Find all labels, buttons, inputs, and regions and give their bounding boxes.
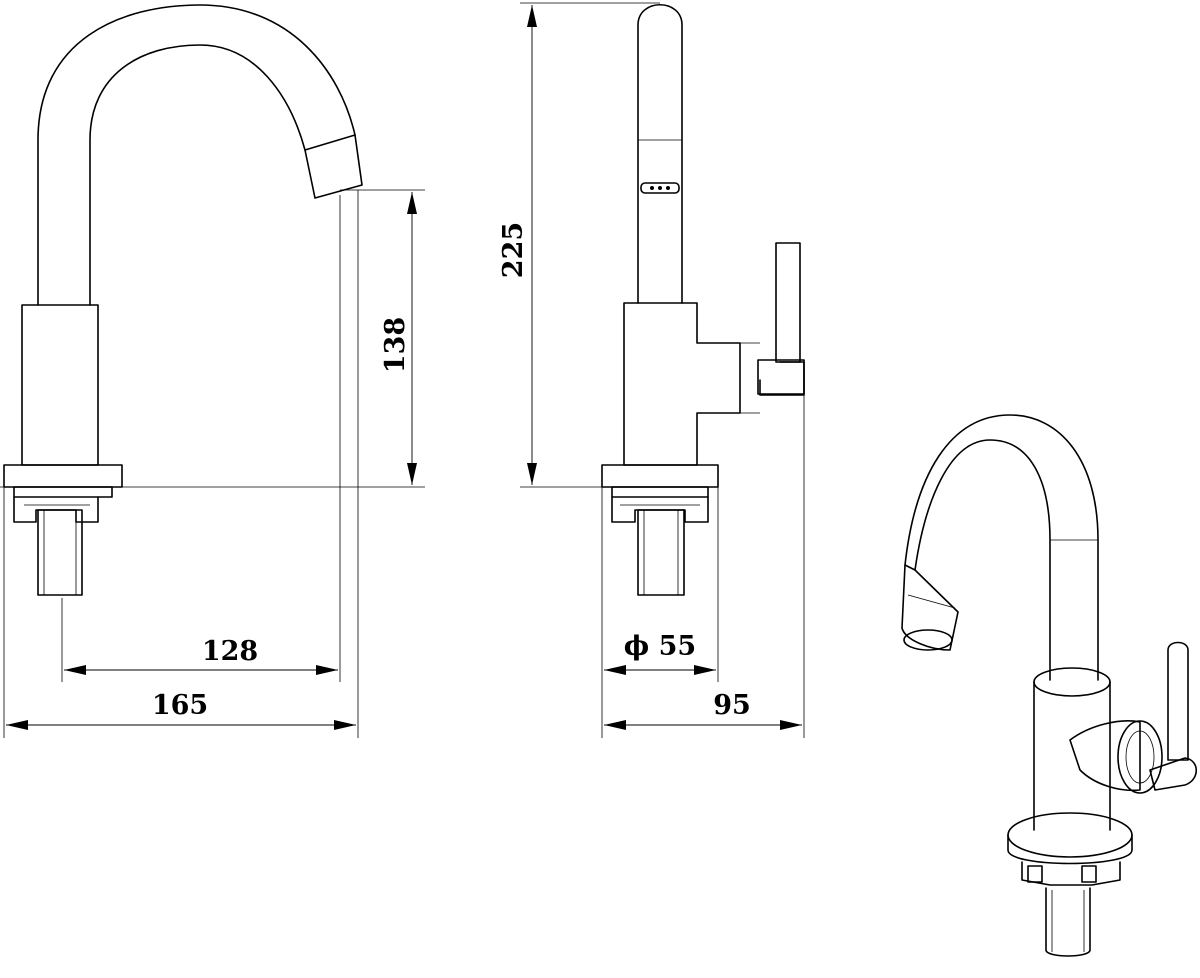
dim-phi55-label: ϕ 55 — [624, 631, 696, 662]
dim-128-label: 128 — [202, 636, 258, 667]
dim-138-label: 138 — [380, 317, 411, 373]
dim-165-label: 165 — [152, 690, 208, 721]
dim-phi55: ϕ 55 — [601, 487, 719, 738]
side-view — [601, 3, 805, 596]
dim-165: 165 — [3, 190, 359, 738]
dim-225-label: 225 — [498, 222, 529, 278]
isometric-view — [901, 414, 1198, 957]
dim-95: 95 — [604, 395, 805, 738]
dim-225: 225 — [498, 2, 660, 488]
dim-95-label: 95 — [713, 690, 751, 721]
dim-138: 138 — [0, 189, 425, 488]
front-view — [3, 4, 363, 596]
dim-128: 128 — [61, 195, 341, 682]
